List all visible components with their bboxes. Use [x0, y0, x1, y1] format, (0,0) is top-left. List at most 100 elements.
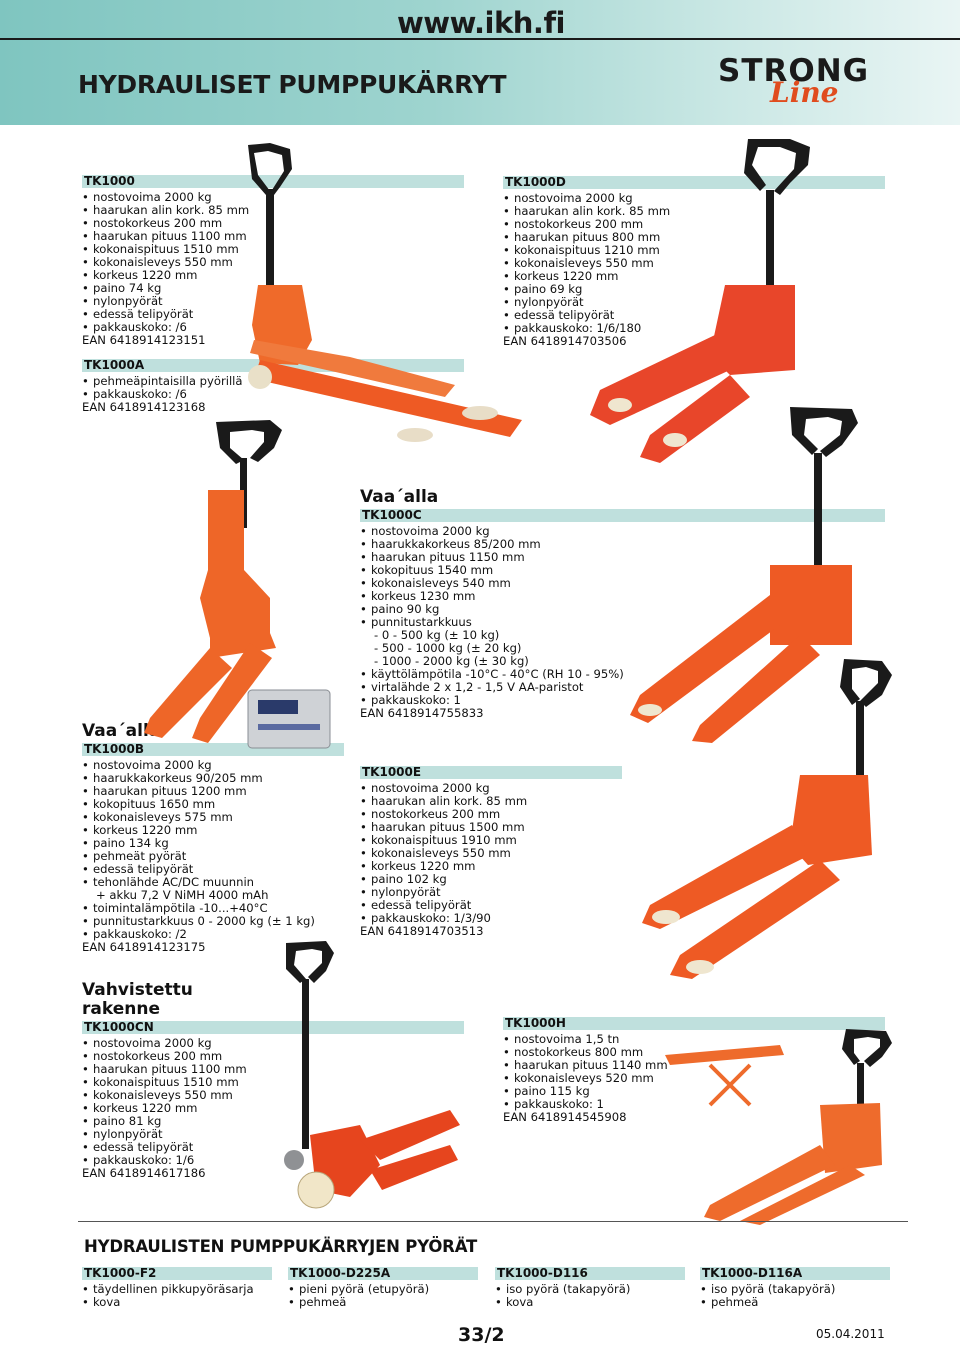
publish-date: 05.04.2011 — [816, 1327, 885, 1341]
spec-item: tehonlähde AC/DC muunnin — [82, 876, 344, 889]
spec-item: haarukkakorkeus 85/200 mm — [360, 538, 885, 551]
spec-item: nostovoima 2000 kg — [360, 782, 622, 795]
pallet-truck-tk1000e-image — [642, 659, 892, 979]
spec-item: kokonaisleveys 540 mm — [360, 577, 885, 590]
ean-code: EAN 6418914123151 — [82, 333, 206, 347]
spec-item: edessä telipyörät — [503, 309, 885, 322]
wheel-tk1000-f2: TK1000-F2 täydellinen pikkupyöräsarja ko… — [82, 1267, 272, 1309]
spec-item: kokonaisleveys 550 mm — [82, 256, 464, 269]
header-rule — [0, 38, 960, 40]
spec-item: pakkauskoko: 1/3/90 — [360, 912, 622, 925]
spec-item: nylonpyörät — [82, 1128, 464, 1141]
spec-item: haarukkakorkeus 90/205 mm — [82, 772, 344, 785]
spec-item: haarukan alin kork. 85 mm — [82, 204, 464, 217]
section-title: Vaa´alla — [360, 487, 439, 507]
spec-item: nostokorkeus 200 mm — [360, 808, 622, 821]
site-url[interactable]: www.ikh.fi — [397, 6, 565, 40]
spec-list: nostovoima 2000 kg haarukkakorkeus 85/20… — [360, 525, 885, 720]
spec-item: pehmeät pyörät — [82, 850, 344, 863]
spec-list: pehmeäpintaisilla pyörillä pakkauskoko: … — [82, 375, 464, 414]
product-tk1000b: Vaa´alla TK1000B nostovoima 2000 kg haar… — [82, 721, 344, 954]
scale-truck-tk1000b-image — [144, 420, 331, 749]
spec-item: punnitustarkkuus — [360, 616, 885, 629]
spec-item: kokonaispituus 1510 mm — [82, 243, 464, 256]
page-title: HYDRAULISET PUMPPUKÄRRYT — [78, 70, 507, 99]
spec-item: pakkauskoko: /6 — [82, 321, 464, 334]
spec-item: nostovoima 2000 kg — [82, 759, 344, 772]
spec-item: iso pyörä (takapyörä) — [495, 1283, 685, 1296]
spec-item: pehmeäpintaisilla pyörillä — [82, 375, 464, 388]
spec-item: käyttölämpötila -10°C - 40°C (RH 10 - 95… — [360, 668, 885, 681]
spec-item: pakkauskoko: /2 — [82, 928, 344, 941]
spec-item: nylonpyörät — [82, 295, 464, 308]
ean-code: EAN 6418914617186 — [82, 1166, 206, 1180]
spec-item: nostovoima 2000 kg — [503, 192, 885, 205]
spec-item: kokonaispituus 1510 mm — [82, 1076, 464, 1089]
product-code: TK1000H — [503, 1017, 885, 1030]
product-tk1000e: TK1000E nostovoima 2000 kg haarukan alin… — [360, 766, 622, 938]
spec-item: haarukan pituus 1150 mm — [360, 551, 885, 564]
spec-item: kokonaisleveys 550 mm — [503, 257, 885, 270]
spec-item: haarukan pituus 1140 mm — [503, 1059, 885, 1072]
spec-item: paino 90 kg — [360, 603, 885, 616]
product-tk1000h: TK1000H nostovoima 1,5 tn nostokorkeus 8… — [503, 1017, 885, 1124]
ean-code: EAN 6418914703506 — [503, 334, 627, 348]
spec-list: nostovoima 2000 kg haarukan alin kork. 8… — [503, 192, 885, 348]
product-tk1000c: Vaa´alla TK1000C nostovoima 2000 kg haar… — [360, 487, 885, 720]
wheel-tk1000-d225a: TK1000-D225A pieni pyörä (etupyörä) pehm… — [288, 1267, 478, 1309]
spec-item: paino 81 kg — [82, 1115, 464, 1128]
spec-item: toimintalämpötila -10...+40°C — [82, 902, 344, 915]
spec-item: haarukan alin kork. 85 mm — [360, 795, 622, 808]
product-tk1000cn: Vahvistettu rakenne TK1000CN nostovoima … — [82, 980, 464, 1180]
spec-item: kova — [495, 1296, 685, 1309]
spec-item: iso pyörä (takapyörä) — [700, 1283, 890, 1296]
product-tk1000d: TK1000D nostovoima 2000 kg haarukan alin… — [503, 176, 885, 348]
spec-item: kokonaisleveys 550 mm — [360, 847, 622, 860]
spec-item: haarukan pituus 1100 mm — [82, 1063, 464, 1076]
ean-code: EAN 6418914545908 — [503, 1110, 627, 1124]
spec-item: kokopituus 1650 mm — [82, 798, 344, 811]
spec-item: kokopituus 1540 mm — [360, 564, 885, 577]
spec-item: pakkauskoko: /6 — [82, 388, 464, 401]
spec-item: edessä telipyörät — [82, 863, 344, 876]
product-code: TK1000-D116 — [495, 1267, 685, 1280]
page-header: www.ikh.fi HYDRAULISET PUMPPUKÄRRYT STRO… — [0, 0, 960, 125]
spec-item: kokonaisleveys 550 mm — [82, 1089, 464, 1102]
wheel-tk1000-d116: TK1000-D116 iso pyörä (takapyörä) kova — [495, 1267, 685, 1309]
spec-item: edessä telipyörät — [360, 899, 622, 912]
spec-item: nostokorkeus 200 mm — [503, 218, 885, 231]
spec-item: korkeus 1230 mm — [360, 590, 885, 603]
product-code: TK1000-F2 — [82, 1267, 272, 1280]
ean-code: EAN 6418914123168 — [82, 400, 206, 414]
scale-truck-tk1000c-image — [630, 407, 858, 743]
spec-list: pieni pyörä (etupyörä) pehmeä — [288, 1283, 478, 1309]
spec-list: täydellinen pikkupyöräsarja kova — [82, 1283, 272, 1309]
section-title-line2: rakenne — [82, 999, 160, 1019]
spec-subitem: + akku 7,2 V NiMH 4000 mAh — [96, 888, 269, 902]
spec-item: pakkauskoko: 1 — [360, 694, 885, 707]
spec-item: kokonaisleveys 575 mm — [82, 811, 344, 824]
spec-item: nostovoima 1,5 tn — [503, 1033, 885, 1046]
spec-item: korkeus 1220 mm — [82, 269, 464, 282]
spec-item: kova — [82, 1296, 272, 1309]
spec-list: nostovoima 2000 kg haarukkakorkeus 90/20… — [82, 759, 344, 954]
spec-list: iso pyörä (takapyörä) kova — [495, 1283, 685, 1309]
spec-item: pehmeä — [288, 1296, 478, 1309]
spec-item: pehmeä — [700, 1296, 890, 1309]
logo-strong-text: STRONG — [718, 53, 870, 89]
pallet-truck-tk1000d-image — [590, 139, 810, 463]
section-divider — [78, 1221, 908, 1222]
product-code: TK1000CN — [82, 1021, 464, 1034]
spec-item: korkeus 1220 mm — [360, 860, 622, 873]
product-code: TK1000-D225A — [288, 1267, 478, 1280]
spec-subitem: - 500 - 1000 kg (± 20 kg) — [374, 641, 522, 655]
spec-list: nostovoima 2000 kg nostokorkeus 200 mm h… — [82, 1037, 464, 1180]
spec-item: nostokorkeus 800 mm — [503, 1046, 885, 1059]
spec-item: pakkauskoko: 1 — [503, 1098, 885, 1111]
spec-list: nostovoima 2000 kg haarukan alin kork. 8… — [82, 191, 464, 347]
spec-item: kokonaisleveys 520 mm — [503, 1072, 885, 1085]
spec-item: korkeus 1220 mm — [82, 1102, 464, 1115]
product-tk1000: TK1000 nostovoima 2000 kg haarukan alin … — [82, 175, 464, 347]
spec-item: kokonaispituus 1910 mm — [360, 834, 622, 847]
spec-item: paino 134 kg — [82, 837, 344, 850]
